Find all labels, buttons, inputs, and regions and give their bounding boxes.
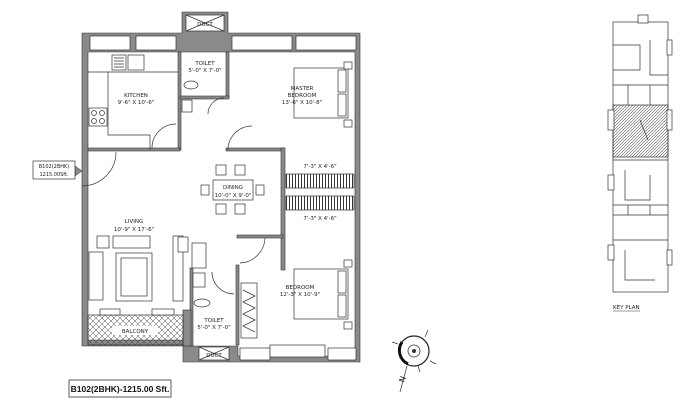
north-label: N [397,375,408,384]
entrance: B102(2BHK) 1215.00Sft. [32,151,117,187]
master-bedroom-label-2: BEDROOM [288,93,317,99]
toilet-bottom: TOILET 5'-0" X 7'-0" [192,271,235,331]
wardrobe-2-size: 7'-3" X 4'-6" [303,216,336,222]
master-bedroom-size: 13'-6" X 10'-8" [282,100,322,106]
duct-top: DUCT [185,14,225,32]
toilet-bottom-size: 5'-0" X 7'-0" [197,325,230,331]
living-size: 10'-9" X 17'-6" [114,227,154,233]
unit-tag-line1: B102(2BHK) [39,164,70,170]
toilet-bottom-label: TOILET [203,318,224,324]
washbasin-icon [181,99,193,113]
key-plan: KEY PLAN [607,14,673,312]
master-bedroom-label: MASTER [291,86,314,92]
lamp-icon [343,321,353,330]
dining-size: 10'-0" X 9'-0" [215,193,252,199]
unit-tag [32,160,76,180]
toilet-top: TOILET 5'-0" X 7'-0" [181,61,253,151]
dining-table-icon [212,179,254,201]
toilet-top-size: 5'-0" X 7'-0" [188,68,221,74]
unit-caption-text: B102(2BHK)-1215.00 Sft. [71,384,170,394]
washbasin-icon [191,242,207,269]
living: LIVING 10'-9" X 17'-6" [88,219,207,302]
key-plan-highlight [612,104,669,158]
wardrobes: 7'-3" X 4'-6" 7'-3" X 4'-6" [285,164,355,222]
toilet-top-label: TOILET [194,61,215,67]
dining: DINING 10'-0" X 9'-0" [200,164,266,264]
wardrobe-icon [240,282,258,339]
lamp-icon [343,259,353,268]
duct-bottom: DUCT [198,346,230,361]
duct-top-label: DUCT [197,22,213,28]
unit-tag-line2: 1215.00Sft. [39,172,68,178]
wardrobe-1-size: 7'-3" X 4'-6" [303,164,336,170]
wc-icon [183,80,199,90]
master-bedroom: MASTER BEDROOM 13'-6" X 10'-8" [282,61,353,128]
kitchen-label: KITCHEN [124,93,148,99]
lamp-icon [343,119,353,128]
bedroom: BEDROOM 12'-3" X 10'-9" [240,259,353,339]
duct-bottom-label: DUCT [206,353,222,359]
compass-icon: N [391,329,437,393]
wc-icon [193,298,211,308]
bedroom-size: 12'-3" X 10'-9" [280,292,320,298]
balcony: BALCONY [87,308,184,346]
kitchen-size: 9'-6" X 10'-6" [118,100,155,106]
tv-unit-icon [172,235,184,302]
washbasin-icon [192,272,206,288]
walls [81,11,361,363]
lamp-icon [343,61,353,70]
balcony-label: BALCONY [122,329,149,335]
bedroom-label: BEDROOM [286,285,315,291]
sofa-icon [88,251,104,301]
kitchen: KITCHEN 9'-6" X 10'-6" [88,54,178,150]
unit-caption: B102(2BHK)-1215.00 Sft. [68,379,172,398]
entry-arrow-icon [74,165,83,177]
stove-icon [88,107,108,127]
dining-label: DINING [223,185,243,191]
living-label: LIVING [125,219,143,225]
sofa-icon [112,235,151,249]
key-plan-label: KEY PLAN [613,305,640,311]
